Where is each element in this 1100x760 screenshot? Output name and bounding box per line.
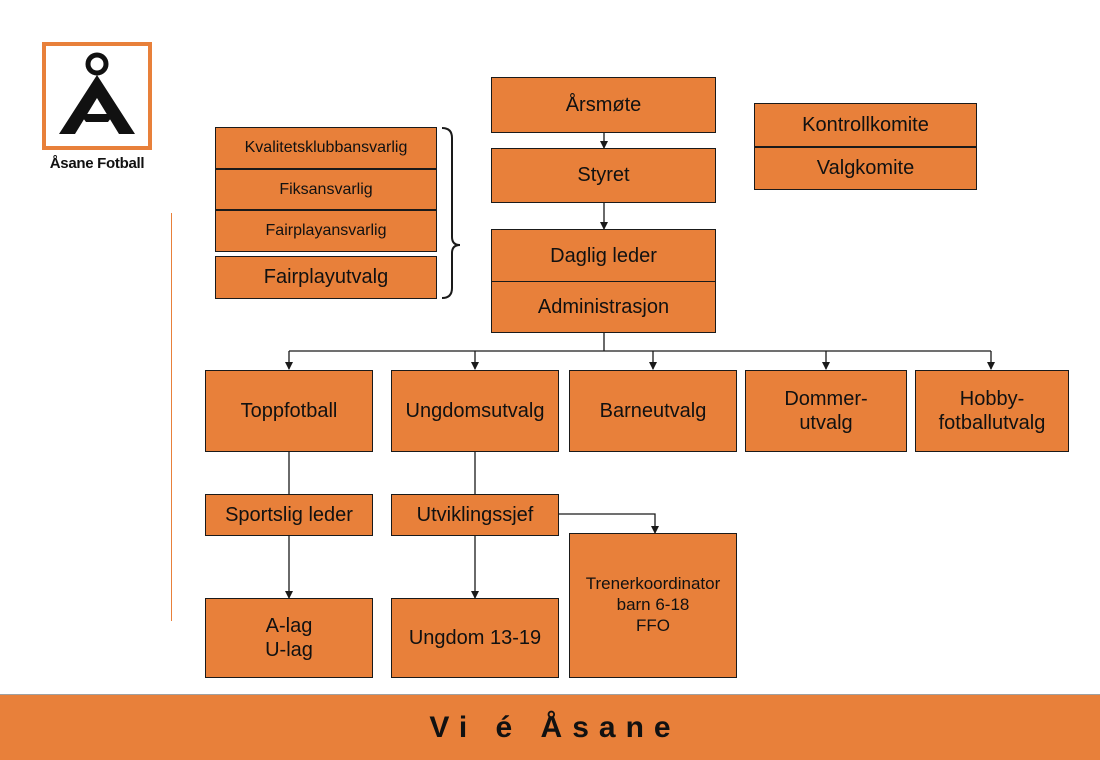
box-trenerkoordinator: Trenerkoordinator barn 6-18 FFO — [569, 533, 737, 678]
box-styret: Styret — [491, 148, 716, 203]
box-daglig-leder-administrasjon: Daglig leder Administrasjon — [491, 229, 716, 333]
decorative-vertical-line — [171, 213, 172, 621]
box-fairplayutvalg: Fairplayutvalg — [215, 256, 437, 299]
asane-a-emblem-icon — [42, 42, 152, 150]
box-utviklingssjef: Utviklingssjef — [391, 494, 559, 536]
box-ungdomsutvalg: Ungdomsutvalg — [391, 370, 559, 452]
box-ungdom-13-19: Ungdom 13-19 — [391, 598, 559, 678]
footer-band: Vi é Åsane — [0, 694, 1100, 760]
roles-bracket — [441, 127, 461, 299]
box-sportslig-leder: Sportslig leder — [205, 494, 373, 536]
box-kontrollkomite: Kontrollkomite — [754, 103, 977, 147]
daglig-leder-label: Daglig leder — [550, 244, 657, 267]
asane-fotball-logo: Åsane Fotball — [39, 40, 155, 180]
box-arsmote: Årsmøte — [491, 77, 716, 133]
arrow-utvikling-to-trenerkoordinator — [559, 513, 659, 534]
box-dommerutvalg: Dommer- utvalg — [745, 370, 907, 452]
box-toppfotball: Toppfotball — [205, 370, 373, 452]
box-fiksansvarlig: Fiksansvarlig — [215, 169, 437, 210]
administrasjon-label: Administrasjon — [492, 281, 715, 332]
box-a-lag-u-lag: A-lag U-lag — [205, 598, 373, 678]
box-fairplayansvarlig: Fairplayansvarlig — [215, 210, 437, 252]
box-valgkomite: Valgkomite — [754, 147, 977, 190]
logo-wordmark: Åsane Fotball — [49, 155, 145, 172]
box-barneutvalg: Barneutvalg — [569, 370, 737, 452]
box-hobbyfotballutvalg: Hobby- fotballutvalg — [915, 370, 1069, 452]
footer-slogan: Vi é Åsane — [429, 710, 681, 744]
box-kvalitetsklubbansvarlig: Kvalitetsklubbansvarlig — [215, 127, 437, 169]
